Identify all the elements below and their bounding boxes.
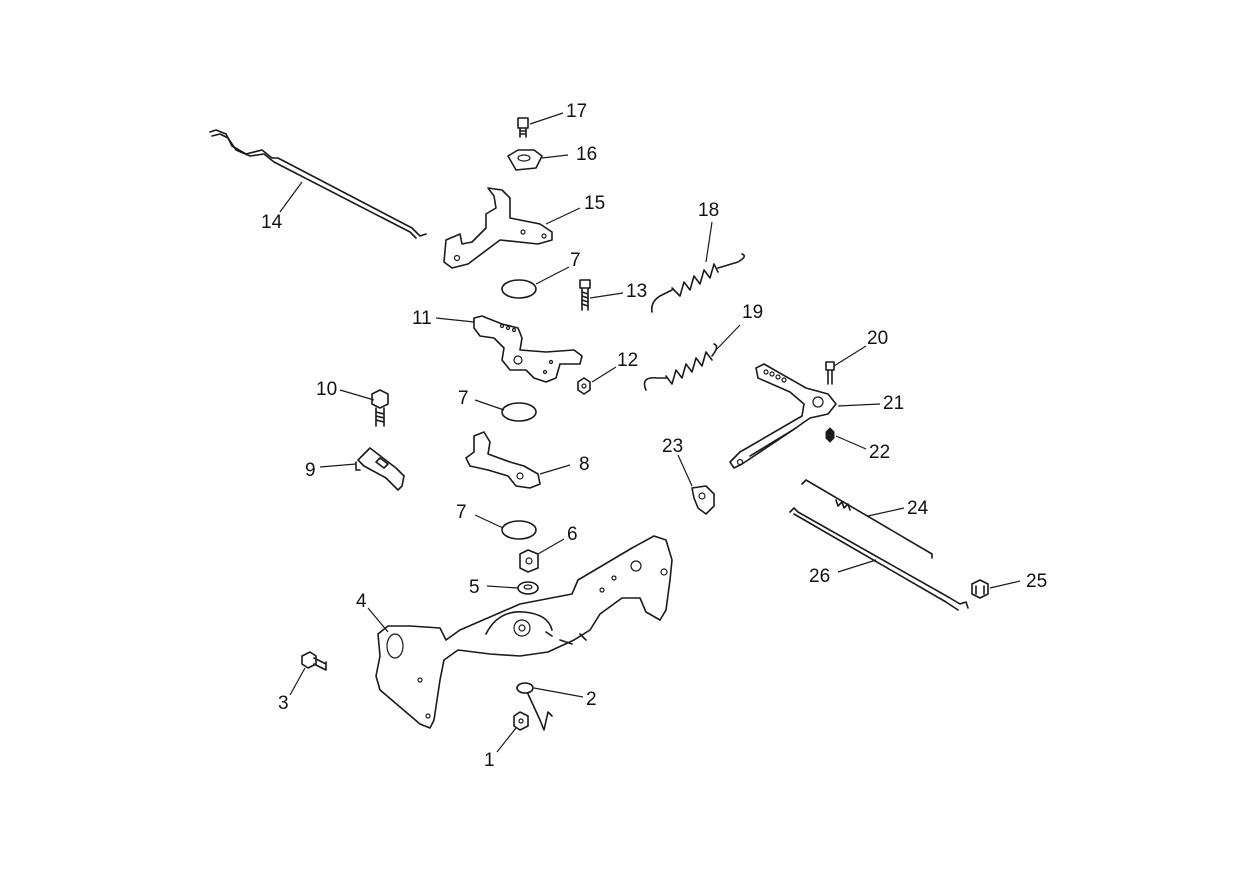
part-22-nut [825, 427, 835, 443]
part-17-bolt [517, 117, 529, 138]
callout-26: 26 [809, 566, 830, 587]
callout-3: 3 [278, 693, 289, 714]
callout-5: 5 [469, 577, 480, 598]
part-20-screw [825, 361, 835, 385]
callout-4: 4 [356, 591, 367, 612]
callout-11: 11 [412, 308, 432, 329]
callout-21: 21 [883, 393, 904, 414]
callout-15: 15 [584, 193, 605, 214]
callout-labels: 1 2 3 4 5 6 7 7 7 8 9 10 11 12 13 14 15 … [261, 101, 1047, 771]
leader-lines [279, 112, 1021, 753]
callout-9: 9 [305, 460, 316, 481]
part-12-nut [577, 377, 591, 395]
callout-10: 10 [316, 379, 337, 400]
part-26-rod [789, 507, 969, 611]
callout-6: 6 [567, 524, 578, 545]
part-25-nut [971, 579, 989, 599]
part-23-swivel [691, 485, 715, 515]
part-19-spring [643, 343, 718, 391]
part-9-clip [355, 447, 405, 491]
part-5-bushing [517, 581, 539, 595]
part-24-wire [801, 479, 933, 559]
callout-20: 20 [867, 328, 888, 349]
part-7-washer-middle [501, 402, 537, 422]
callout-13: 13 [626, 281, 647, 302]
part-18-spring [650, 253, 746, 313]
callout-14: 14 [261, 212, 283, 233]
callout-18: 18 [698, 200, 719, 221]
part-15-bracket [443, 187, 553, 269]
part-13-screw [579, 279, 591, 311]
part-6-nut [519, 549, 539, 573]
callout-2: 2 [586, 689, 597, 710]
part-8-lever-plate [465, 431, 541, 489]
callout-19: 19 [742, 302, 763, 323]
callout-23: 23 [662, 436, 683, 457]
callout-7-middle: 7 [458, 388, 469, 409]
callout-22: 22 [869, 442, 890, 463]
callout-25: 25 [1026, 571, 1047, 592]
callout-1: 1 [484, 750, 495, 771]
part-3-bolt [301, 651, 327, 671]
callout-8: 8 [579, 454, 590, 475]
callout-12: 12 [617, 350, 638, 371]
part-7-washer-upper [501, 279, 537, 299]
callout-7-upper: 7 [570, 250, 581, 271]
part-4-base-plate [375, 535, 673, 729]
part-7-washer-lower [501, 520, 537, 540]
callout-24: 24 [907, 498, 929, 519]
callout-7-lower: 7 [456, 502, 467, 523]
part-21-lever-plate [729, 363, 837, 469]
part-2-spring-clip [516, 682, 553, 731]
callout-17: 17 [566, 101, 587, 122]
part-1-nut [513, 711, 529, 731]
callout-16: 16 [576, 144, 597, 165]
part-11-lever [473, 315, 583, 383]
part-14-throttle-rod [209, 129, 427, 239]
part-10-bolt [371, 389, 389, 427]
part-16-washer [507, 149, 543, 171]
